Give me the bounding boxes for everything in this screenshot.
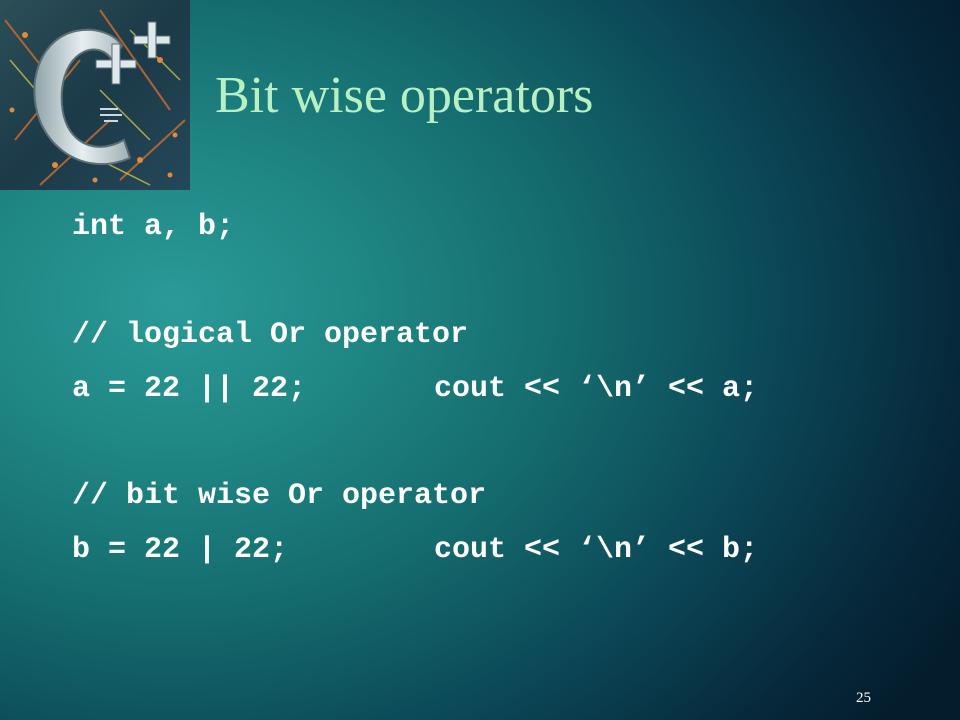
page-number: 25 (856, 690, 871, 706)
code-line-declaration: int a, b; (72, 210, 235, 244)
code-line-bitwise-or: b = 22 | 22; cout << ‘\n’ << b; (72, 535, 758, 565)
code-comment-logical-or: // logical Or operator (72, 318, 469, 352)
code-statement-bitwise-or: b = 22 | 22; (72, 533, 289, 567)
code-line-logical-or: a = 22 || 22; cout << ‘\n’ << a; (72, 374, 758, 404)
cpp-book-cover-icon (0, 0, 190, 190)
slide-title: Bit wise operators (215, 67, 594, 124)
code-comment-bitwise-or: // bit wise Or operator (72, 479, 487, 513)
code-statement-logical-or: a = 22 || 22; (72, 372, 307, 406)
code-output-bitwise-or: cout << ‘\n’ << b; (434, 533, 759, 567)
code-output-logical-or: cout << ‘\n’ << a; (434, 372, 759, 406)
